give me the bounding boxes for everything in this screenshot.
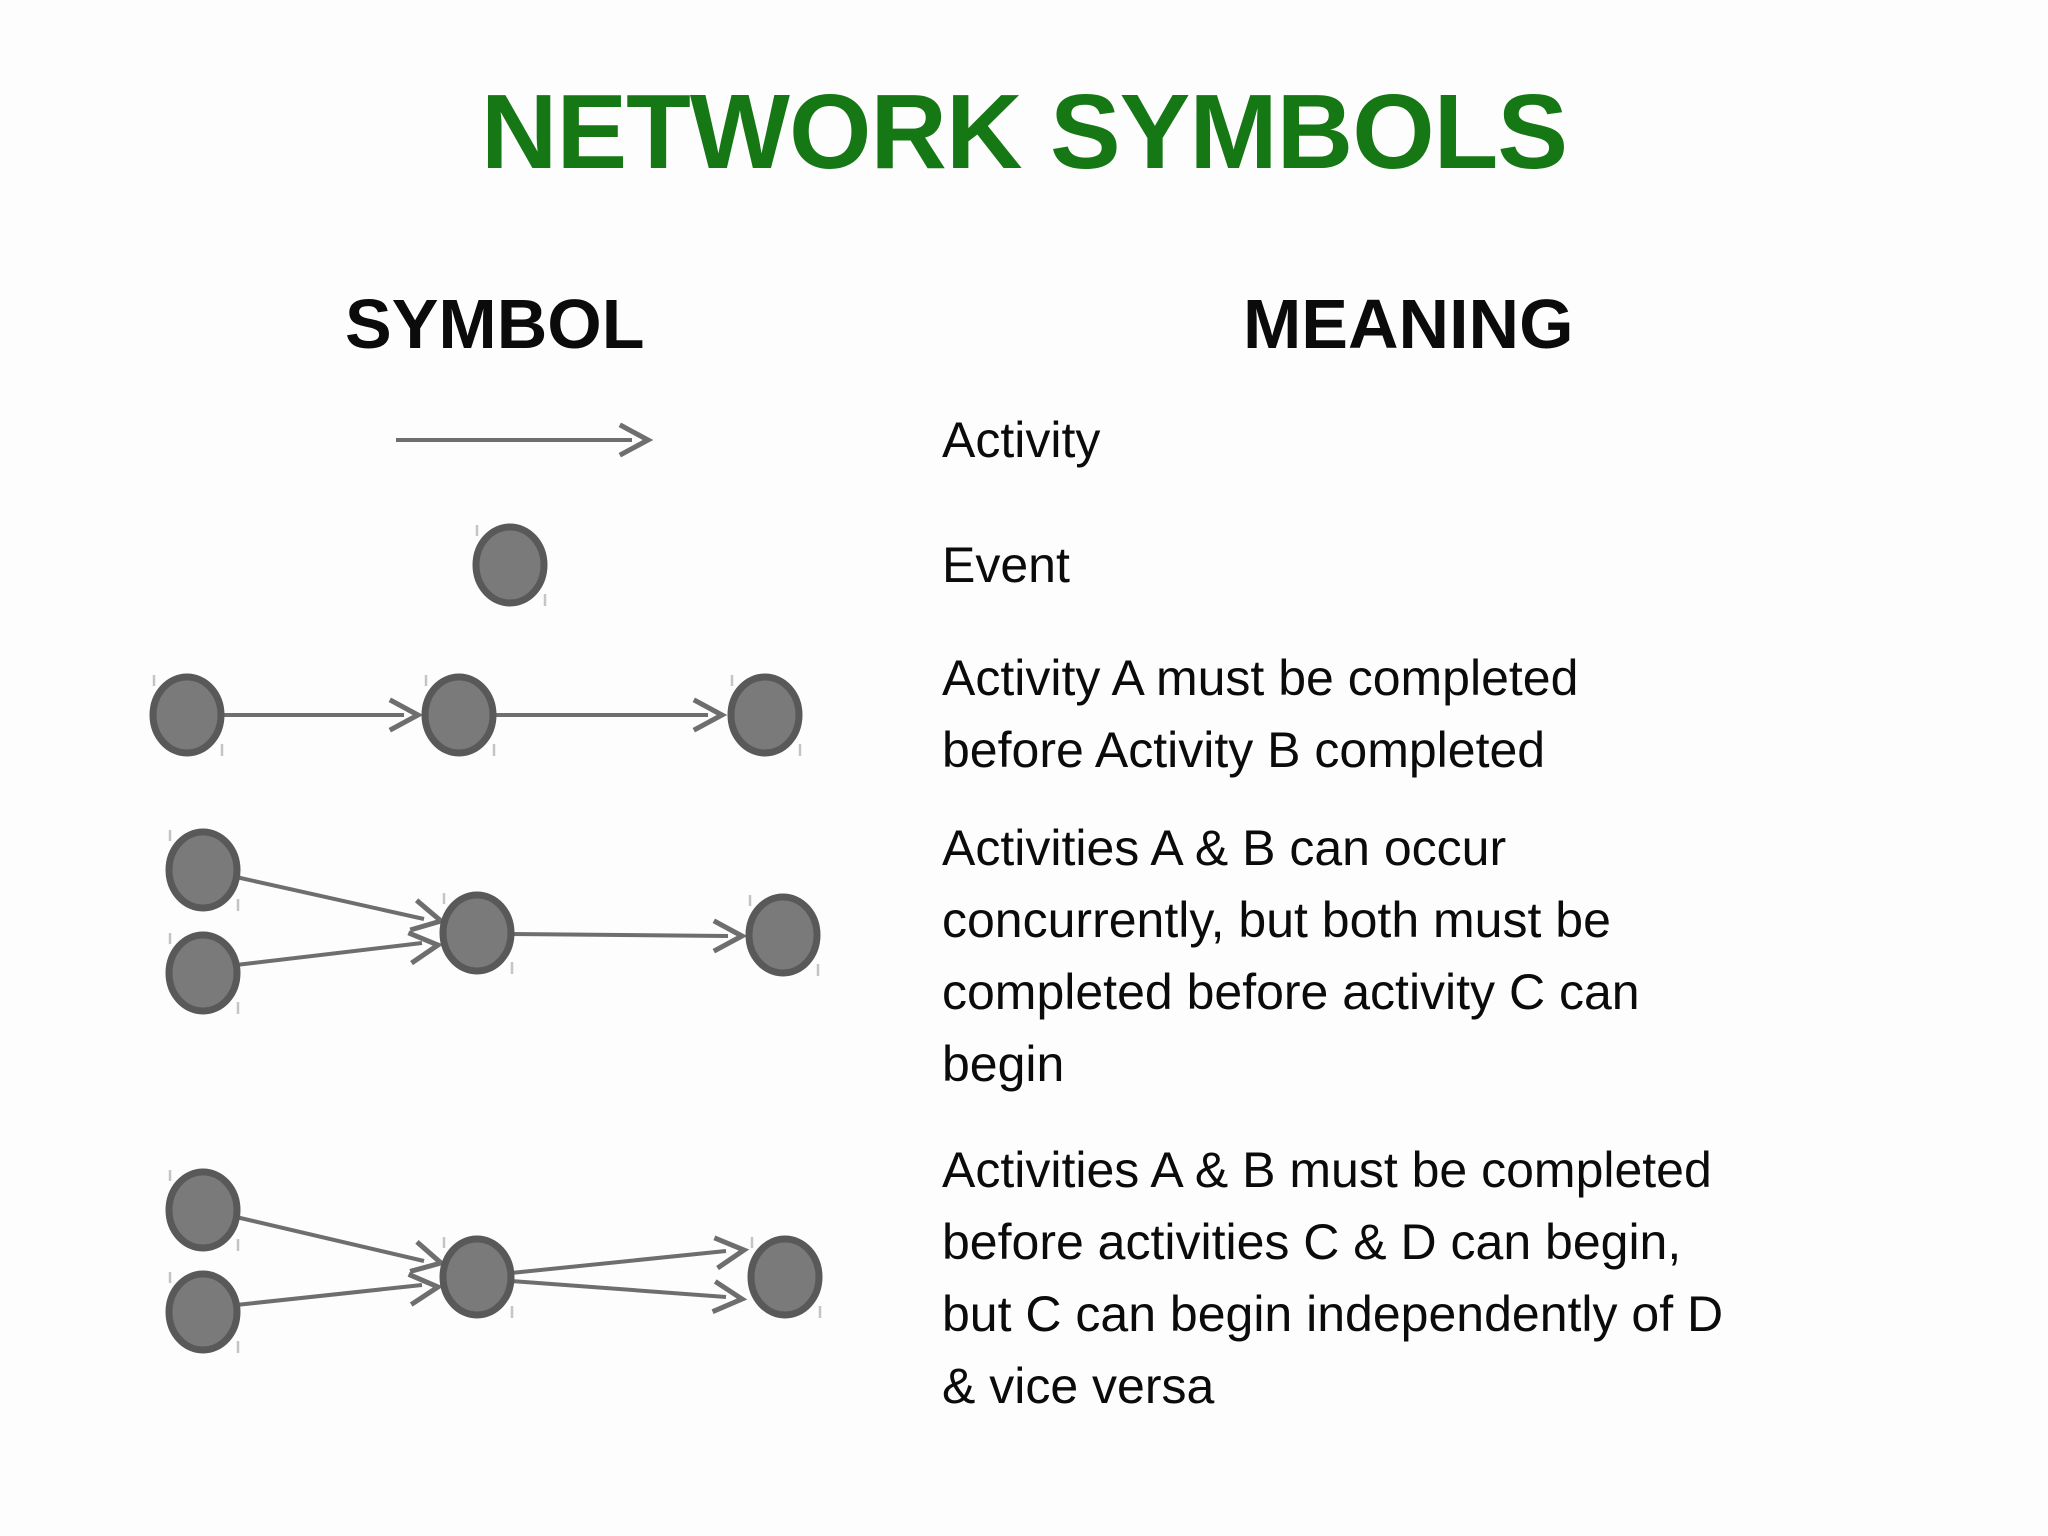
meaning-text-converging: Activities A & B can occur concurrently,… <box>942 820 1640 1092</box>
converging-diverging-symbol <box>165 1168 823 1354</box>
node-merge <box>439 1235 515 1319</box>
converging-symbol <box>165 828 821 1015</box>
node-a <box>165 828 241 912</box>
meaning-text-sequence: Activity A must be completed before Acti… <box>942 650 1579 778</box>
meaning-text-converging-diverging: Activities A & B must be completed befor… <box>942 1142 1724 1414</box>
node-c <box>745 893 821 977</box>
node-a <box>149 673 225 757</box>
meaning-text-activity: Activity <box>942 412 1101 468</box>
meaning-column-header: MEANING <box>1243 285 1574 363</box>
meaning-text-event: Event <box>942 537 1070 593</box>
page-title: NETWORK SYMBOLS <box>480 73 1568 191</box>
event-node-icon <box>472 523 548 607</box>
node-b <box>421 673 497 757</box>
node-merge <box>439 891 515 975</box>
node-c <box>727 673 803 757</box>
node-b <box>165 1270 241 1354</box>
node-cd <box>747 1235 823 1319</box>
sequence-symbol <box>149 673 803 757</box>
activity-arrow-icon <box>396 422 654 458</box>
node-b <box>165 931 241 1015</box>
symbol-column-header: SYMBOL <box>345 285 645 363</box>
node-a <box>165 1168 241 1252</box>
